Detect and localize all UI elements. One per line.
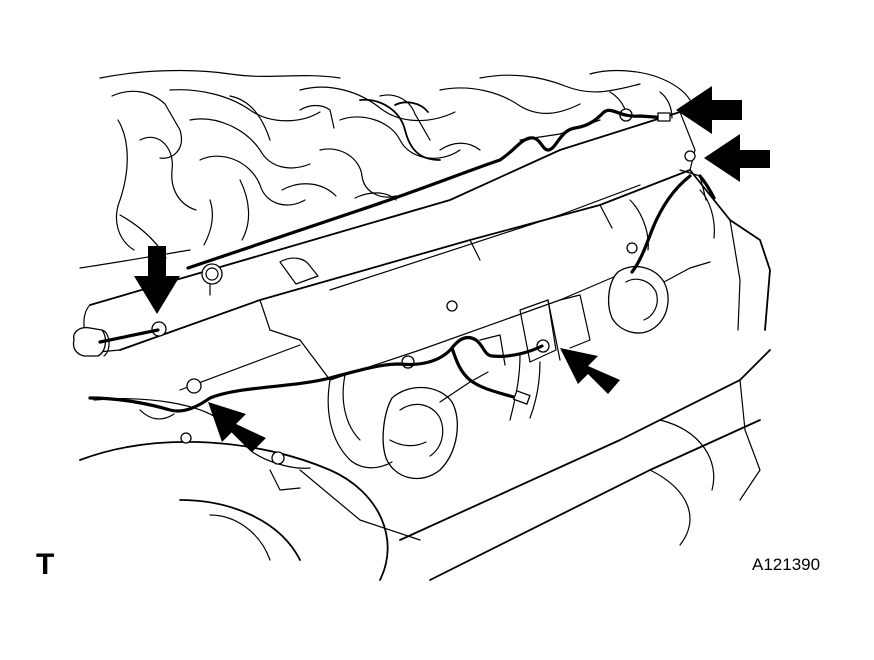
connector-left bbox=[72, 326, 110, 357]
wire-harness bbox=[88, 108, 716, 413]
wire-clamp-icon bbox=[513, 390, 531, 405]
brackets bbox=[327, 169, 715, 469]
horn-left bbox=[382, 371, 489, 480]
front-body-panels bbox=[79, 169, 771, 581]
black-arrow-icon bbox=[676, 86, 742, 134]
bolt-4 bbox=[684, 150, 696, 162]
callout-arrows bbox=[134, 86, 770, 452]
filler-cap bbox=[201, 263, 223, 285]
bolt-8 bbox=[626, 242, 638, 254]
bolt-6 bbox=[446, 300, 458, 312]
wire-clamp-icon bbox=[657, 112, 671, 122]
view-mark-label: T bbox=[36, 548, 55, 581]
engine-bay-background bbox=[79, 69, 691, 269]
bolt-10 bbox=[180, 432, 192, 444]
wire-clamps bbox=[513, 112, 671, 405]
black-arrow-icon bbox=[560, 348, 620, 394]
bolt-9 bbox=[271, 451, 285, 465]
black-arrow-icon bbox=[704, 134, 770, 182]
figure-id-label: A121390 bbox=[752, 555, 821, 574]
bolt-7 bbox=[401, 355, 415, 369]
horn-right bbox=[607, 261, 711, 334]
bolt-2 bbox=[186, 378, 202, 394]
black-arrow-icon bbox=[134, 246, 180, 314]
black-arrow-icon bbox=[208, 402, 266, 452]
